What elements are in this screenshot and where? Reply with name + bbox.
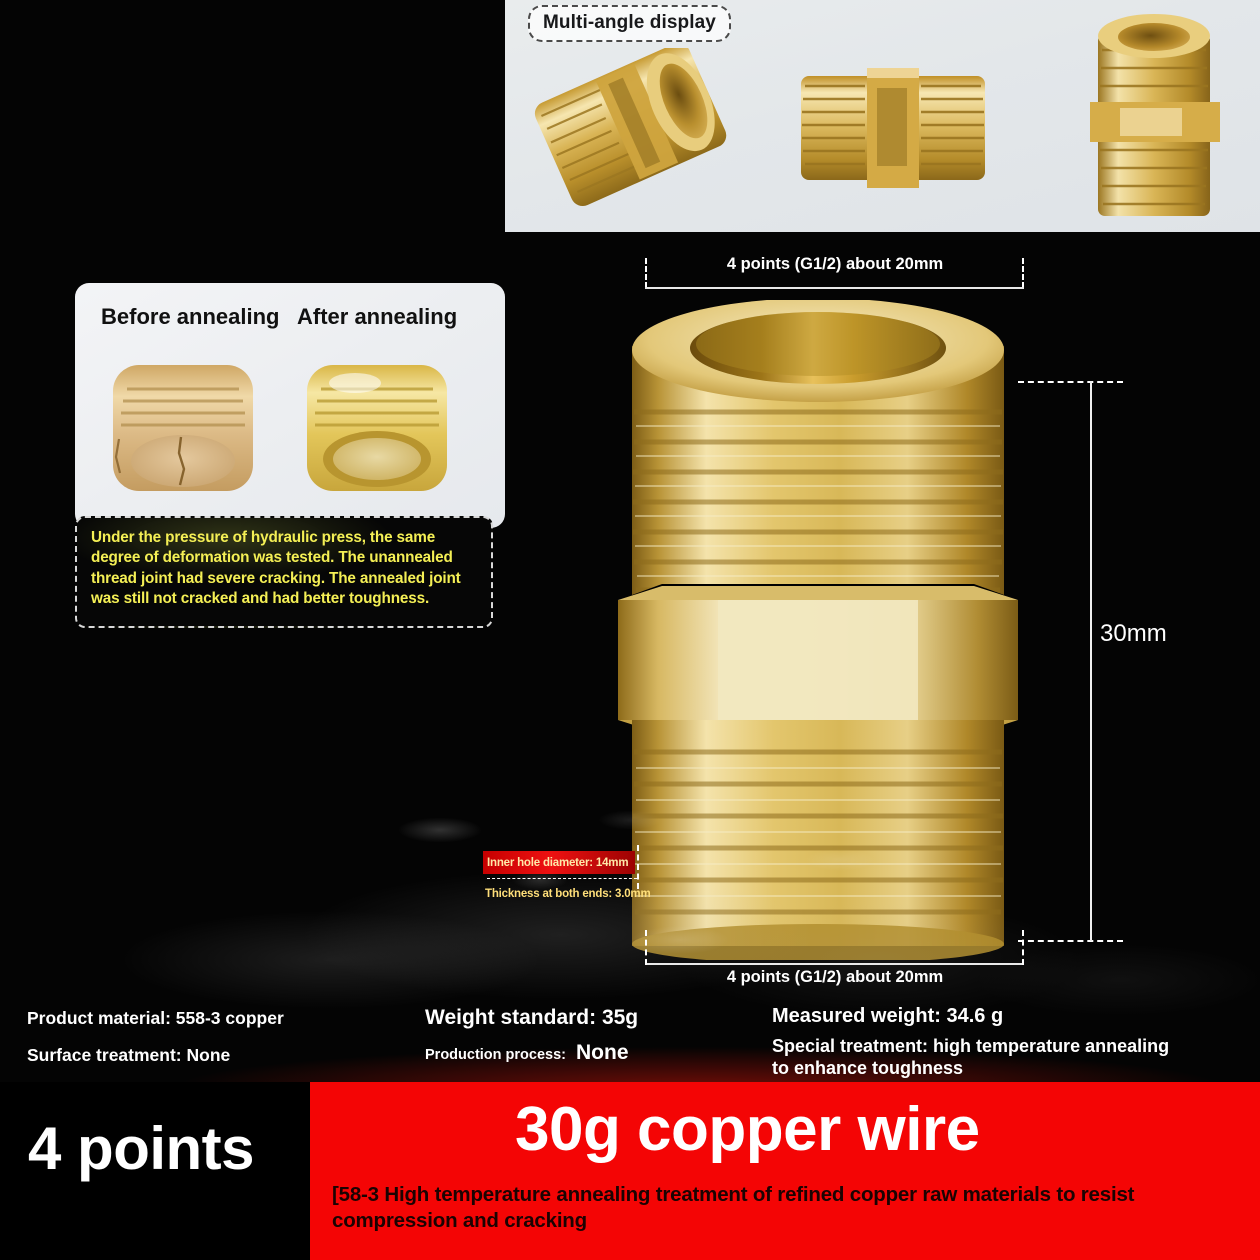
spec-material: Product material: 558-3 copper — [27, 1008, 284, 1028]
banner-subtitle: [58-3 High temperature annealing treatme… — [332, 1183, 1135, 1233]
dim-height-line — [1090, 381, 1092, 941]
before-annealing-label: Before annealing — [101, 304, 280, 329]
dim-top-tick-left — [645, 258, 647, 288]
after-annealing-label: After annealing — [297, 304, 458, 329]
spec-weight-standard: Weight standard: 35g — [425, 1006, 639, 1029]
inner-hole-leader-line — [487, 878, 637, 879]
dim-top-line — [645, 287, 1024, 289]
spec-surface-treatment: Surface treatment: None — [27, 1045, 231, 1065]
spec-special-treatment: Special treatment: high temperature anne… — [772, 1036, 1170, 1078]
multi-angle-badge-label: Multi-angle display — [543, 12, 716, 33]
multi-angle-badge: Multi-angle display — [528, 5, 731, 42]
dim-bottom-tick-right — [1022, 930, 1024, 965]
product-photo-angle-1 — [534, 48, 727, 206]
specimen-photo-before — [113, 365, 253, 491]
product-photo-angle-3 — [1090, 14, 1220, 216]
dim-top-tick-right — [1022, 258, 1024, 288]
dim-bottom-line — [645, 963, 1024, 965]
dim-bottom-width-label: 4 points (G1/2) about 20mm — [726, 968, 944, 986]
dim-height-tick-bottom — [1018, 940, 1123, 942]
dim-top-width-label: 4 points (G1/2) about 20mm — [726, 255, 944, 273]
inner-hole-tick — [637, 845, 639, 889]
banner-left-label: 4 points — [28, 1115, 255, 1182]
spec-production-process-value: None — [576, 1041, 629, 1064]
spec-production-process-label: Production process: — [425, 1047, 566, 1063]
dim-height-tick-top — [1018, 381, 1123, 383]
thickness-callout: Thickness at both ends: 3.0mm — [485, 888, 651, 900]
dim-bottom-tick-left — [645, 930, 647, 965]
dim-height-label: 30mm — [1100, 620, 1167, 647]
product-photo-angle-2 — [801, 68, 985, 188]
bottom-banner: 4 points 30g copper wire [58-3 High temp… — [0, 1082, 1260, 1260]
hero-product-photo — [618, 300, 1018, 960]
annealing-caption-text: Under the pressure of hydraulic press, t… — [91, 529, 461, 608]
banner-red-area: 30g copper wire [58-3 High temperature a… — [310, 1082, 1260, 1260]
annealing-comparison-panel: Before annealing After annealing — [75, 283, 505, 528]
spec-measured-weight: Measured weight: 34.6 g — [772, 1005, 1004, 1027]
multi-angle-panel: Multi-angle display — [505, 0, 1260, 232]
inner-hole-callout-label: Inner hole diameter: 14mm — [487, 856, 629, 869]
banner-title: 30g copper wire — [515, 1095, 980, 1164]
specimen-photo-after — [307, 365, 447, 491]
inner-hole-callout: Inner hole diameter: 14mm — [483, 851, 635, 874]
annealing-caption-box: Under the pressure of hydraulic press, t… — [75, 516, 493, 628]
